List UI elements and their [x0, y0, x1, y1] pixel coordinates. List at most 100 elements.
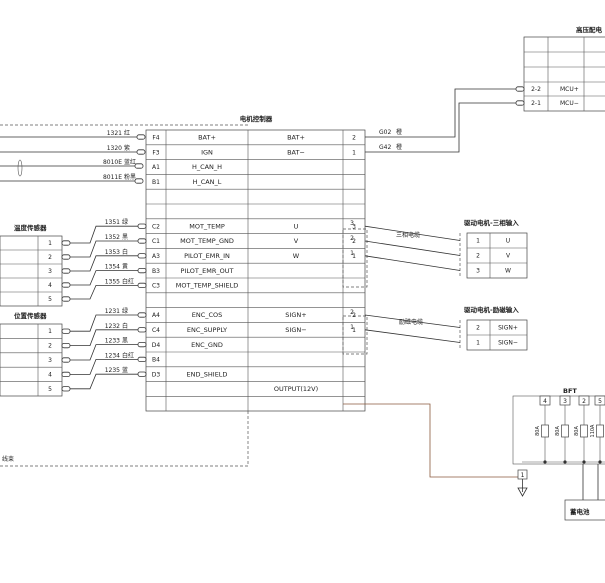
pos-sensor-wire-code: 1232: [105, 323, 120, 330]
left-wire-color: 蓝红: [124, 158, 136, 166]
bft-slot-label: 3: [563, 398, 567, 405]
bft-terminal-label: 1: [521, 472, 525, 479]
pos-sensor-connector-icon: [61, 342, 71, 349]
left-wire-code: 8010E: [103, 159, 122, 166]
hv-wire: [365, 88, 516, 138]
motor-exc-pin: 1: [476, 340, 480, 347]
left-wire-color: 粉黑: [124, 173, 136, 181]
bft-slot-label: 2: [582, 398, 586, 405]
temp-sensor-connector-icon: [61, 296, 71, 302]
controller-output-pin: 2: [352, 238, 356, 245]
motor-exc-cable-label: 励磁电缆: [399, 318, 423, 326]
pos-sensor-title: 位置传感器: [14, 311, 47, 320]
fuse-icon: [541, 424, 549, 438]
controller-title: 电机控制器: [240, 114, 273, 123]
motor3-wire: [364, 255, 461, 271]
motor-exc-wire: [364, 329, 461, 343]
motor3-wire: [364, 225, 461, 241]
pos-sensor-connector-icon: [61, 357, 71, 363]
pos-sensor-wire-code: 1234: [105, 352, 120, 359]
temp-sensor-wire-color: 黑: [122, 234, 128, 241]
battery-box: [564, 499, 605, 521]
temp-sensor-controller-connector-icon: [137, 223, 147, 229]
temp-sensor-title: 温度传感器: [14, 223, 47, 232]
temp-sensor-wire-color: 白红: [122, 277, 134, 285]
pos-sensor-controller-connector-icon: [137, 356, 147, 363]
controller-pin: A4: [152, 312, 160, 319]
hv-pin: 2-1: [531, 100, 541, 107]
temp-sensor-wire: [70, 255, 138, 272]
motor-exc-pin: 2: [476, 325, 480, 332]
temp-sensor-wire: [70, 270, 138, 286]
controller-pin: D4: [152, 342, 161, 349]
hv-box-title: 高压配电: [576, 25, 603, 34]
temp-sensor-wire-code: 1355: [105, 278, 120, 285]
motor3-signal: W: [505, 268, 511, 275]
bft-slot-label: 4: [543, 398, 547, 405]
pos-sensor-connector-icon: [61, 386, 71, 392]
pos-sensor-wire: [70, 329, 138, 346]
temp-sensor-wire-code: 1351: [105, 219, 120, 226]
temp-sensor-pin: 5: [48, 296, 52, 303]
controller-output-signal: BAT−: [287, 148, 305, 156]
controller-pin: C3: [152, 283, 160, 290]
controller-signal: H_CAN_H: [192, 163, 222, 171]
controller-output-signal: U: [294, 222, 299, 230]
controller-output-signal: SIGN+: [285, 311, 306, 319]
controller-pin: F3: [152, 149, 159, 156]
pos-sensor-controller-connector-icon: [137, 312, 147, 318]
motor-exc-cable-pin: 1: [350, 324, 354, 331]
pos-sensor-wire: [70, 314, 138, 332]
controller-output-pin: 1: [352, 253, 356, 260]
controller-signal: MOT_TEMP: [189, 222, 225, 230]
controller-pin: D3: [152, 371, 161, 378]
pos-sensor-wire-code: 1235: [105, 367, 120, 374]
controller-output-pin: 1: [352, 327, 356, 334]
controller-pin: A3: [152, 253, 160, 260]
controller-output-pin: 2: [352, 135, 356, 142]
motor-exc-cable-pin: 2: [350, 309, 354, 316]
pos-sensor-controller-connector-icon: [137, 327, 147, 333]
pos-sensor-connector-icon: [61, 371, 71, 378]
temp-sensor-controller-connector-icon: [137, 282, 147, 289]
temp-sensor-wire-code: 1352: [105, 234, 120, 241]
temp-sensor-controller-connector-icon: [137, 267, 147, 274]
pos-sensor-controller-connector-icon: [137, 371, 147, 377]
controller-output-pin: 3: [352, 223, 356, 230]
hv-wire: [365, 102, 516, 153]
temp-sensor-pin: 4: [48, 282, 52, 289]
motor3-pin: 2: [476, 253, 480, 260]
controller-pin: C1: [152, 238, 160, 245]
controller-signal: ENC_SUPPLY: [187, 326, 227, 334]
pos-sensor-wire-color: 白: [122, 322, 128, 330]
temp-sensor-connector-icon: [61, 254, 71, 260]
controller-pin: A1: [152, 164, 160, 171]
hv-connector-icon: [515, 86, 525, 92]
bft-fuse-rating: 80A: [574, 426, 580, 436]
battery-label: 蓄电池: [570, 507, 590, 516]
motor3-cable-pin: 1: [350, 250, 354, 257]
controller-signal: ENC_COS: [192, 311, 223, 319]
pos-sensor-wire-color: 绿: [122, 307, 128, 315]
controller-signal: PILOT_EMR_OUT: [181, 267, 234, 275]
bft-fuse-rating: 110A: [590, 424, 596, 438]
controller-output-pin: 1: [352, 149, 356, 156]
controller-signal: IGN: [201, 148, 213, 156]
left-wire-color: 红: [124, 129, 130, 137]
temp-sensor-controller-connector-icon: [137, 238, 147, 244]
controller-signal: END_SHIELD: [187, 370, 228, 378]
pos-sensor-connector-icon: [61, 328, 71, 334]
left-wire-color: 紫: [124, 144, 130, 152]
pos-sensor-pin: 4: [48, 371, 52, 378]
temp-sensor-pin: 1: [48, 240, 52, 247]
hv-signal: MCU−: [560, 100, 579, 107]
hv-pin: 2-2: [531, 86, 541, 93]
temp-sensor-pin: 2: [48, 254, 52, 261]
temp-sensor-wire-code: 1353: [105, 249, 120, 256]
temp-sensor-wire: [70, 285, 138, 300]
bft-terminal: 1: [517, 469, 528, 497]
bft-slot-label: 5: [598, 398, 602, 405]
